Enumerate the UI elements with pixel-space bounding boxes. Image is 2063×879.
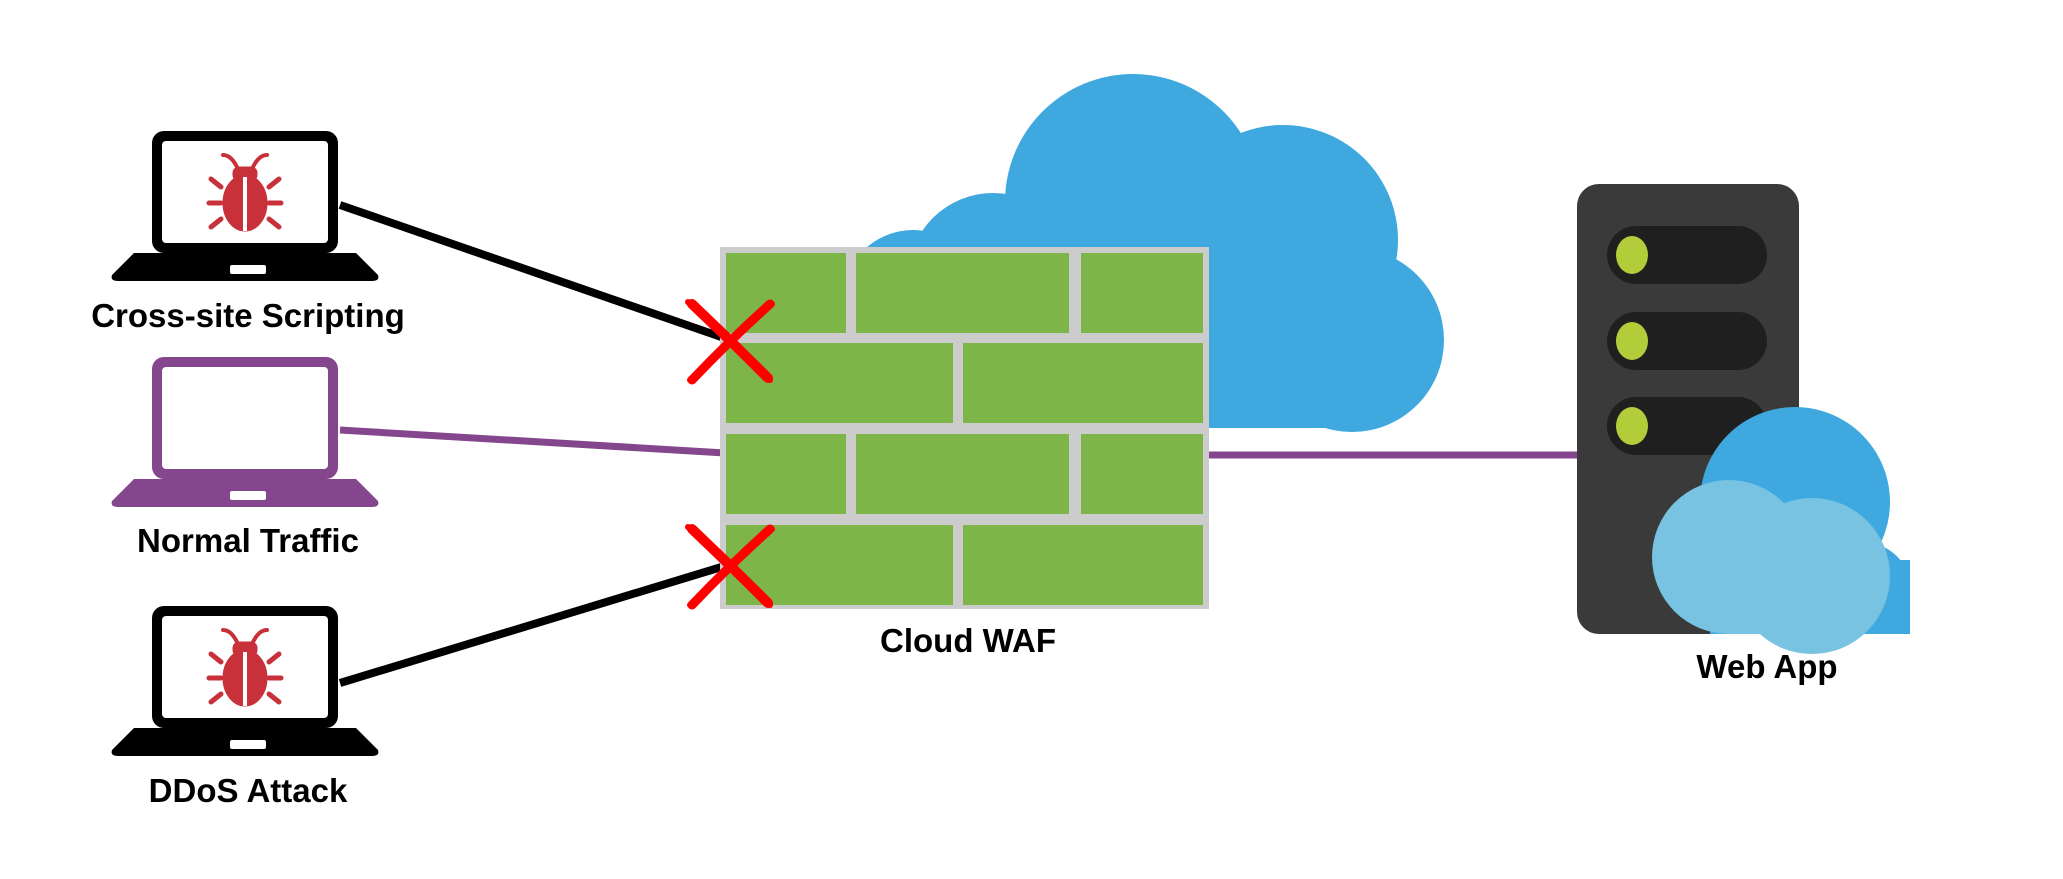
blocked-mark-icon: [685, 524, 775, 610]
edge-ddos-to-waf: [338, 561, 730, 687]
server-slot: [1607, 226, 1767, 284]
brick: [856, 434, 1069, 514]
server-led-icon: [1616, 236, 1648, 274]
edge-normal-to-waf: [339, 426, 726, 457]
brick: [1081, 253, 1203, 333]
node-label-ddos: DDoS Attack: [148, 772, 348, 809]
brick: [726, 253, 846, 333]
brick: [963, 343, 1203, 423]
cloud-icon: [1652, 407, 1910, 654]
brick: [1081, 434, 1203, 514]
laptop-ddos: [111, 606, 379, 756]
brick: [726, 343, 953, 423]
laptop-normal: [111, 357, 379, 507]
node-label-webapp: Web App: [1696, 648, 1838, 685]
node-label-waf: Cloud WAF: [880, 622, 1056, 659]
brick: [726, 434, 846, 514]
edge-xss-to-waf: [338, 201, 732, 344]
server-led-icon: [1616, 322, 1648, 360]
brick: [856, 253, 1069, 333]
node-label-normal: Normal Traffic: [137, 522, 359, 559]
blocked-mark-icon: [685, 299, 775, 385]
server-led-icon: [1616, 407, 1648, 445]
node-label-xss: Cross-site Scripting: [91, 297, 405, 334]
server-slot: [1607, 312, 1767, 370]
brick: [963, 525, 1203, 605]
laptop-xss: [111, 131, 379, 281]
brick-wall-icon: [720, 247, 1209, 609]
